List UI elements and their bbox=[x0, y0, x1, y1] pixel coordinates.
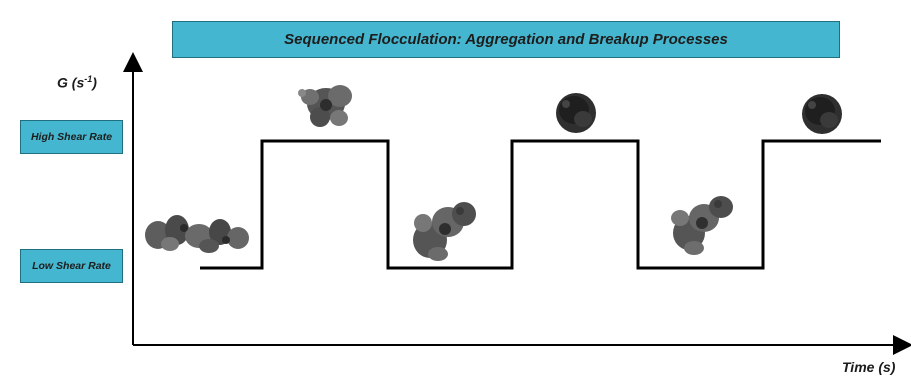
floc-compact-1 bbox=[556, 93, 596, 133]
y-axis-label-close: ) bbox=[92, 74, 97, 91]
y-axis-label: G (s-1) bbox=[57, 74, 97, 91]
floc-fragmented-1 bbox=[298, 85, 352, 127]
low-shear-rate-text: Low Shear Rate bbox=[32, 260, 111, 272]
floc-regrowing-2 bbox=[671, 196, 733, 255]
low-shear-rate-label: Low Shear Rate bbox=[20, 249, 123, 283]
high-shear-rate-label: High Shear Rate bbox=[20, 120, 123, 154]
high-shear-rate-text: High Shear Rate bbox=[30, 131, 113, 143]
floc-loose-aggregate-1 bbox=[145, 215, 249, 253]
diagram-title: Sequenced Flocculation: Aggregation and … bbox=[172, 21, 840, 58]
y-axis-label-main: G (s bbox=[57, 74, 85, 91]
floc-regrowing-1 bbox=[413, 202, 476, 261]
floc-compact-2 bbox=[802, 94, 842, 134]
diagram-title-text: Sequenced Flocculation: Aggregation and … bbox=[284, 31, 728, 48]
shear-rate-step-line bbox=[200, 139, 881, 270]
x-axis-label: Time (s) bbox=[842, 359, 896, 375]
y-axis-label-superscript: -1 bbox=[84, 74, 93, 84]
